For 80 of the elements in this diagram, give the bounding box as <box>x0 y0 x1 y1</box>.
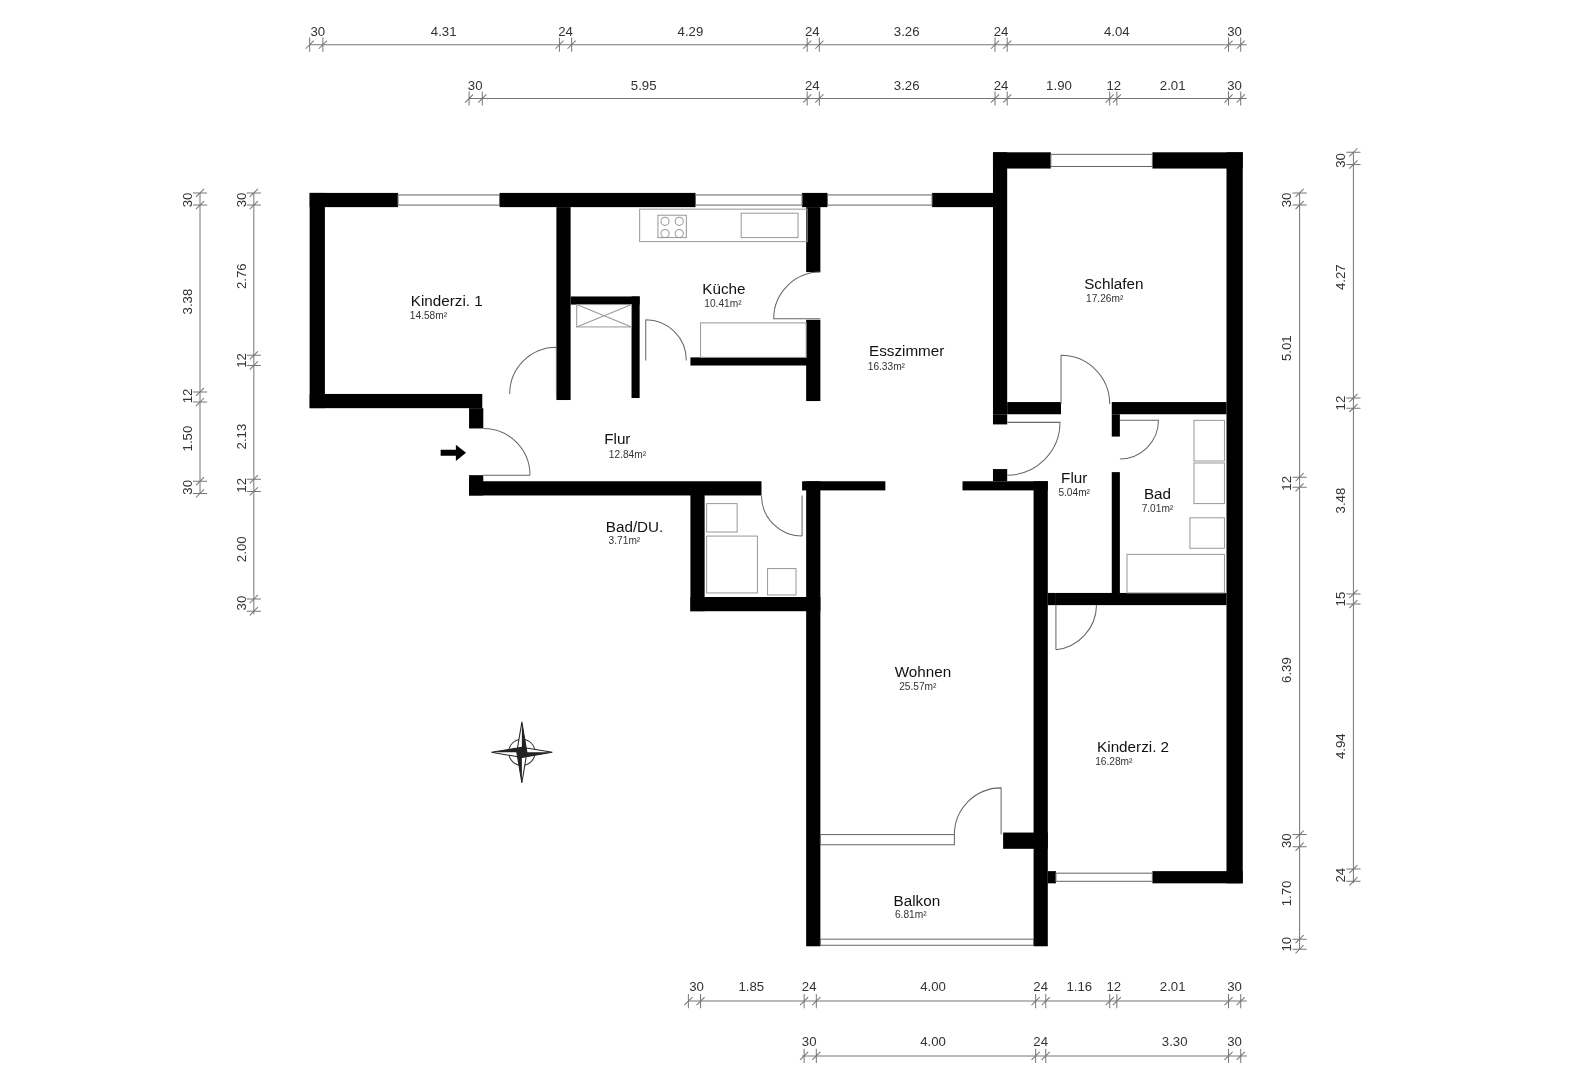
dimension-label: 30 <box>235 595 249 611</box>
dimension-label: 2.76 <box>235 263 249 289</box>
dimension-label: 2.01 <box>1159 980 1186 994</box>
dimension-label: 30 <box>235 192 249 208</box>
dimension-label: 5.01 <box>1279 335 1293 362</box>
dimension-label: 2.00 <box>235 536 249 563</box>
dimension-label: 30 <box>1227 78 1242 92</box>
room-area: 10.41m² <box>704 298 742 309</box>
dimension-label: 30 <box>181 192 195 208</box>
dimension-label: 30 <box>1227 24 1242 39</box>
dimension-label: 5.95 <box>630 78 657 92</box>
dimension-label: 4.00 <box>920 980 946 994</box>
dimension-label: 2.13 <box>235 423 249 450</box>
room-name: Kinderzi. 1 <box>410 292 483 309</box>
room-area: 17.26m² <box>1086 293 1124 304</box>
dimension-label: 1.90 <box>1046 78 1072 92</box>
dimension-label: 30 <box>181 480 195 495</box>
room-name: Flur <box>604 431 631 447</box>
room-area: 3.71m² <box>608 536 641 547</box>
dimension-label: 12 <box>235 353 249 368</box>
room-name: Esszimmer <box>869 342 945 358</box>
dimension-label: 24 <box>1333 867 1347 883</box>
room-name: Balkon <box>893 892 941 909</box>
dimension-label: 24 <box>558 24 573 39</box>
dimension-label: 4.29 <box>677 24 704 39</box>
room-area: 12.84m² <box>608 449 647 460</box>
dimension-label: 30 <box>1333 153 1347 168</box>
room-area: 25.57m² <box>899 682 937 693</box>
dimension-label: 12 <box>1279 475 1293 491</box>
dimension-label: 12 <box>1106 78 1122 92</box>
room-area: 16.33m² <box>867 361 905 372</box>
dimension-label: 3.26 <box>893 78 920 92</box>
dimension-label: 30 <box>467 78 483 92</box>
room-name: Bad/DU. <box>605 518 664 534</box>
room-area: 7.01m² <box>1141 503 1174 514</box>
dimension-label: 24 <box>1033 1035 1049 1049</box>
dimension-label: 24 <box>1033 980 1049 994</box>
room-area: 16.28m² <box>1095 756 1133 767</box>
dimension-label: 10 <box>1279 936 1293 952</box>
dimension-label: 12 <box>181 388 195 404</box>
dimension-label: 2.01 <box>1159 78 1186 92</box>
dimension-label: 12 <box>1333 395 1347 411</box>
room-name: Kinderzi. 2 <box>1097 738 1170 754</box>
room-name: Wohnen <box>894 663 952 679</box>
dimension-label: 4.94 <box>1333 733 1347 760</box>
dimension-label: 1.70 <box>1279 880 1293 907</box>
dimension-label: 30 <box>1279 833 1293 848</box>
room-name: Küche <box>702 280 746 296</box>
dimension-label: 12 <box>235 477 249 493</box>
dimension-label: 1.16 <box>1066 980 1093 994</box>
dimension-label: 3.38 <box>181 288 195 315</box>
room-name: Schlafen <box>1084 275 1144 291</box>
dimension-label: 3.48 <box>1333 487 1347 514</box>
dimension-label: 24 <box>993 78 1009 92</box>
dimension-label: 1.85 <box>738 980 765 994</box>
dimension-label: 24 <box>804 78 820 92</box>
room-name: Flur <box>1061 469 1088 485</box>
dimension-label: 30 <box>1227 1035 1242 1049</box>
room-area: 5.04m² <box>1058 488 1090 499</box>
dimension-label: 12 <box>1106 980 1122 994</box>
room-area: 6.81m² <box>894 909 927 920</box>
dimension-label: 4.31 <box>430 24 457 39</box>
dimension-label: 24 <box>801 980 817 994</box>
dimension-label: 30 <box>310 24 326 39</box>
room-name: Bad <box>1143 485 1171 502</box>
room-area: 14.58m² <box>409 310 448 321</box>
dimension-label: 30 <box>801 1035 817 1049</box>
dimension-label: 3.30 <box>1161 1035 1188 1049</box>
dimension-label: 6.39 <box>1279 657 1293 683</box>
dimension-label: 3.26 <box>893 24 920 39</box>
dimension-label: 15 <box>1333 591 1347 607</box>
dimension-label: 4.27 <box>1333 264 1347 291</box>
dimension-label: 30 <box>1227 980 1242 994</box>
dimension-label: 30 <box>1279 192 1293 208</box>
dimension-label: 30 <box>689 980 704 994</box>
dimension-label: 4.00 <box>920 1035 946 1049</box>
dimension-label: 4.04 <box>1104 24 1130 39</box>
dimension-label: 24 <box>804 24 820 39</box>
dimension-label: 24 <box>993 24 1009 39</box>
dimension-label: 1.50 <box>181 425 195 452</box>
